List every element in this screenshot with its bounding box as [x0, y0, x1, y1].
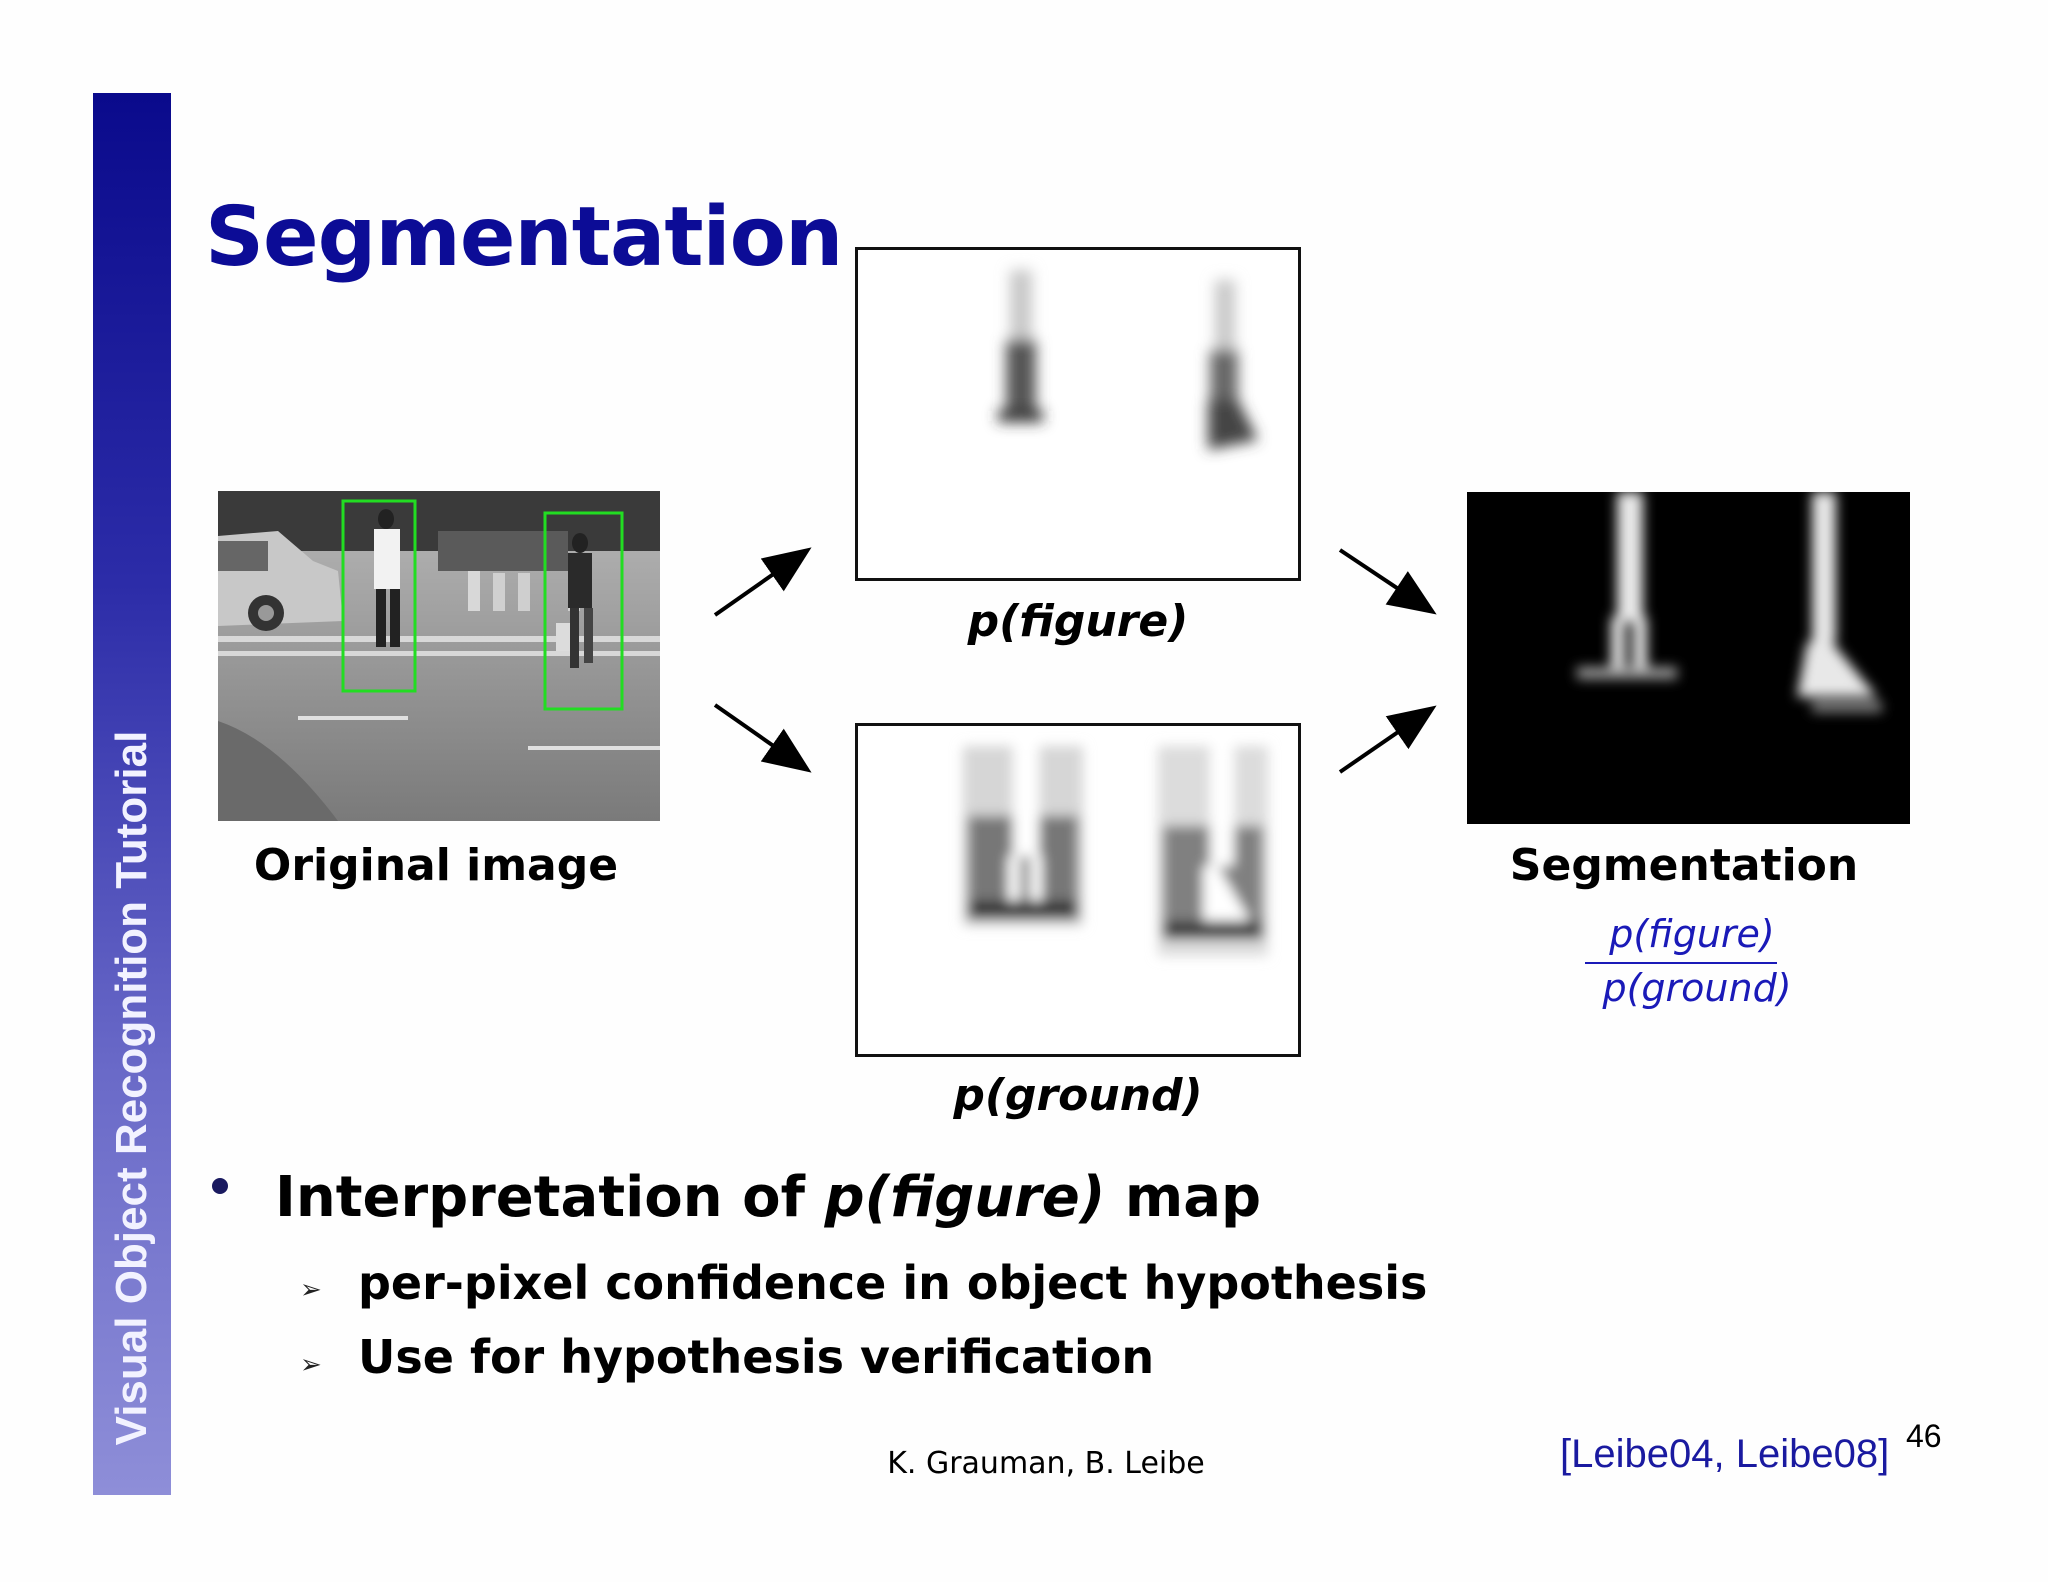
figure-probability-map — [855, 247, 1301, 581]
main-bullet-suffix: map — [1105, 1165, 1262, 1230]
ground-map-caption: p(ground) — [953, 1070, 1203, 1121]
main-bullet-prefix: Interpretation of — [275, 1165, 825, 1230]
arrow-ground-to-seg-icon — [1338, 705, 1437, 774]
ground-probability-map — [855, 723, 1301, 1057]
fraction-numerator: p(figure) — [1609, 912, 1775, 956]
fraction-line — [1585, 962, 1777, 964]
arrow-to-ground-icon — [713, 703, 812, 773]
page-number: 46 — [1906, 1418, 1942, 1454]
main-bullet-italic: p(figure) — [824, 1165, 1106, 1230]
bullet-dot — [212, 1178, 228, 1194]
sub-bullet-2: Use for hypothesis verification — [358, 1330, 1155, 1384]
arrow-figure-to-seg-icon — [1338, 548, 1437, 615]
slide-title: Segmentation — [205, 190, 843, 285]
sub-bullet-marker-icon: ➢ — [300, 1275, 322, 1305]
sidebar-bar — [93, 93, 171, 1495]
sub-bullet-1: per-pixel confidence in object hypothesi… — [358, 1256, 1428, 1310]
figure-map-caption: p(figure) — [967, 596, 1189, 647]
arrow-to-figure-icon — [713, 547, 812, 617]
sub-bullet-marker-icon: ➢ — [300, 1350, 322, 1380]
segmentation-caption: Segmentation — [1509, 840, 1859, 891]
fraction-denominator: p(ground) — [1602, 966, 1792, 1010]
original-image-caption: Original image — [253, 840, 619, 891]
segmentation-result — [1467, 492, 1910, 824]
footer-reference: [Leibe04, Leibe08] — [1560, 1432, 1890, 1476]
sidebar-title: Visual Object Recognition Tutorial — [107, 730, 156, 1446]
main-bullet: Interpretation of p(figure) map — [275, 1165, 1261, 1230]
footer-authors: K. Grauman, B. Leibe — [887, 1446, 1205, 1481]
original-image — [218, 491, 660, 821]
